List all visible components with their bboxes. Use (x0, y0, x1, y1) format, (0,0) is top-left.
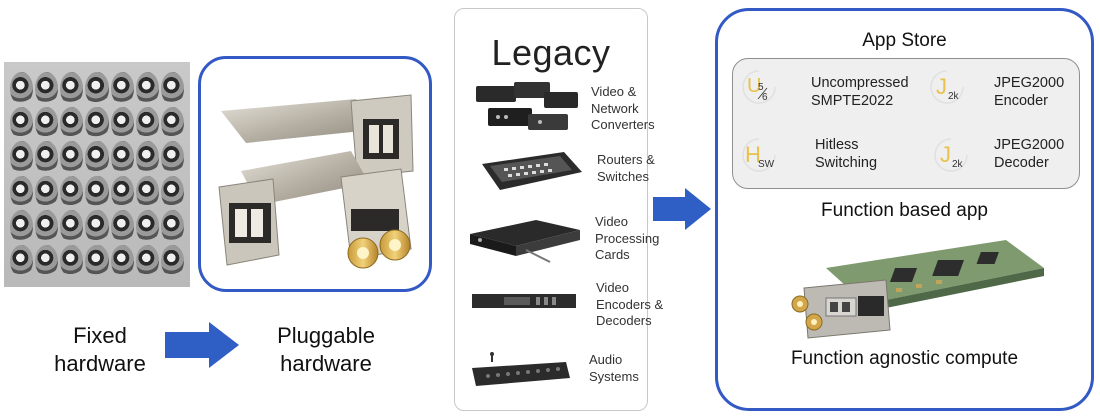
bnc-connector (60, 175, 84, 208)
bnc-connector (110, 175, 134, 208)
bnc-connector (60, 106, 84, 139)
bnc-connector (85, 175, 109, 208)
bnc-connector (135, 244, 159, 277)
bnc-connector (85, 244, 109, 277)
bnc-connector (35, 106, 59, 139)
pluggable-hardware-frame (198, 56, 432, 292)
bnc-connector (160, 72, 184, 105)
bnc-connector (60, 210, 84, 243)
bnc-connector (160, 175, 184, 208)
bnc-connector (110, 244, 134, 277)
bnc-connector (35, 210, 59, 243)
app-jpeg2000-encoder-label: JPEG2000 Encoder (994, 75, 1065, 109)
bnc-connector (160, 106, 184, 139)
function-agnostic-compute-caption: Function agnostic compute (790, 348, 1019, 369)
legacy-item-converters-label: Video & Network Converters (591, 84, 655, 132)
bnc-connector (10, 210, 34, 243)
svg-text:6: 6 (762, 92, 768, 103)
fixed-hardware-bnc-panel (4, 62, 190, 287)
encoder-rack-unit-image (472, 294, 576, 308)
bnc-connector (135, 72, 159, 105)
router-switcher-image (482, 152, 582, 190)
legacy-title: Legacy (491, 32, 611, 73)
bnc-connector (35, 244, 59, 277)
bnc-connector (110, 106, 134, 139)
bnc-connector (60, 72, 84, 105)
bnc-connector (85, 106, 109, 139)
app-store-title: App Store (862, 30, 947, 51)
bnc-connector (160, 210, 184, 243)
bnc-connector (35, 72, 59, 105)
legacy-panel (454, 8, 648, 411)
right-arrow-icon (165, 322, 239, 368)
bnc-connector (110, 141, 134, 174)
bnc-connector (60, 141, 84, 174)
bnc-connector (85, 141, 109, 174)
app-jpeg2000-decoder-label: JPEG2000 Decoder (994, 137, 1065, 171)
bnc-connector (135, 175, 159, 208)
pluggable-hardware-caption: Pluggable hardware (277, 323, 375, 376)
bnc-connector (160, 141, 184, 174)
legacy-item-processing-cards-label: Video Processing Cards (595, 214, 660, 262)
bnc-connector (110, 210, 134, 243)
bnc-connector (135, 141, 159, 174)
h-sw-icon: H SW (742, 138, 776, 172)
audio-system-image (472, 352, 570, 386)
app-hitless-switching-label: Hitless Switching (815, 137, 878, 171)
converters-image (476, 82, 578, 130)
bnc-connector (10, 72, 34, 105)
u-5-6-icon: U 5 6 (742, 70, 776, 104)
svg-text:H: H (745, 142, 761, 167)
bnc-connector (10, 106, 34, 139)
j-2k-icon: J 2k (934, 138, 968, 172)
bnc-connector (85, 210, 109, 243)
bnc-connector (10, 244, 34, 277)
fixed-hardware-caption: Fixed hardware (54, 323, 146, 376)
bnc-connector (60, 244, 84, 277)
svg-text:2k: 2k (952, 159, 964, 170)
bnc-connector (110, 72, 134, 105)
app-uncompressed-smpte-label: Uncompressed SMPTE2022 (811, 75, 909, 109)
bnc-connector (35, 141, 59, 174)
processing-card-image (470, 220, 580, 263)
apps-panel (732, 58, 1080, 189)
right-arrow-icon (653, 188, 713, 230)
j-2k-icon: J 2k (930, 70, 964, 104)
bnc-connector (10, 175, 34, 208)
legacy-item-encoders-label: Video Encoders & Decoders (596, 280, 664, 328)
svg-text:SW: SW (758, 159, 775, 170)
bnc-connector (135, 106, 159, 139)
svg-text:2k: 2k (948, 91, 960, 102)
bnc-connector (35, 175, 59, 208)
legacy-item-audio-label: Audio Systems (589, 352, 639, 384)
svg-text:J: J (936, 74, 947, 99)
bnc-connector (135, 210, 159, 243)
bnc-connector (10, 141, 34, 174)
svg-text:5: 5 (758, 82, 764, 93)
compute-card-image (791, 240, 1044, 339)
bnc-connector (85, 72, 109, 105)
svg-text:U: U (747, 75, 761, 97)
svg-text:J: J (940, 142, 951, 167)
legacy-item-routers-label: Routers & Switches (597, 152, 655, 184)
function-based-app-caption: Function based app (821, 200, 988, 221)
sfp-transceivers-image (218, 94, 414, 269)
bnc-connector (160, 244, 184, 277)
